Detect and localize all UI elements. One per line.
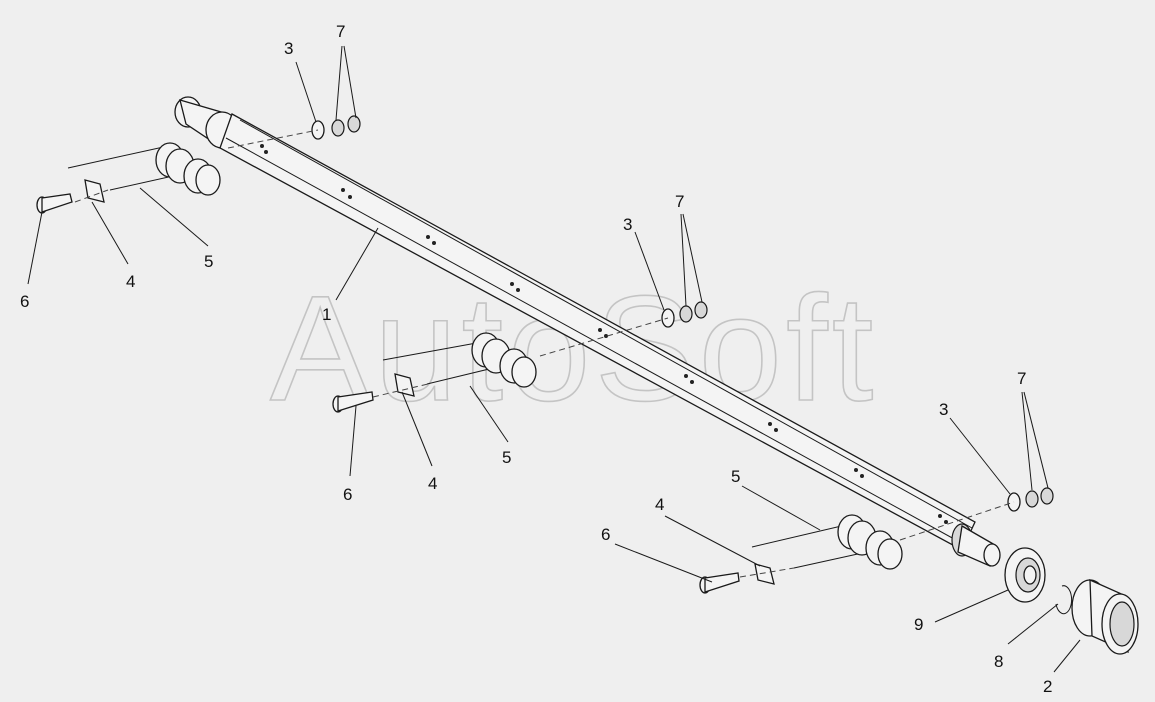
callout-7-right: 7 <box>1017 369 1026 388</box>
leader-lines <box>27 45 1081 673</box>
callout-3-right: 3 <box>939 400 948 419</box>
watermark: AutoSoft <box>270 264 877 432</box>
spring-middle <box>382 332 537 388</box>
washer-nut-top <box>311 115 361 140</box>
plate-middle <box>394 373 415 397</box>
callout-6-left: 6 <box>20 292 29 311</box>
callout-5-left: 5 <box>204 252 213 271</box>
callout-1: 1 <box>322 305 331 324</box>
washer-nut-right <box>1007 487 1054 512</box>
callout-8: 8 <box>994 652 1003 671</box>
callout-6-right: 6 <box>601 525 610 544</box>
shaft-holes <box>260 144 948 524</box>
callout-7-middle: 7 <box>675 192 684 211</box>
callout-9: 9 <box>914 615 923 634</box>
shaft-tube <box>174 96 1001 567</box>
callout-5-middle: 5 <box>502 448 511 467</box>
retaining-ring <box>1055 585 1073 615</box>
callout-6-middle: 6 <box>343 485 352 504</box>
clutch-housing <box>1071 578 1139 655</box>
bearing <box>1004 547 1046 603</box>
plate-left <box>84 179 105 203</box>
callout-3-middle: 3 <box>623 215 632 234</box>
callout-2: 2 <box>1043 677 1052 696</box>
bolt-right <box>699 572 740 594</box>
plate-right <box>754 563 775 585</box>
callout-4-middle: 4 <box>428 474 437 493</box>
spring-left <box>67 142 221 196</box>
spring-right <box>751 514 903 570</box>
bolt-middle <box>332 391 374 413</box>
callout-4-right: 4 <box>655 495 664 514</box>
callout-5-right: 5 <box>731 467 740 486</box>
callout-3-top: 3 <box>284 39 293 58</box>
bolt-left <box>36 193 73 214</box>
callout-7-top: 7 <box>336 22 345 41</box>
assembly-axis-lines <box>74 129 1015 578</box>
callout-4-left: 4 <box>126 272 135 291</box>
